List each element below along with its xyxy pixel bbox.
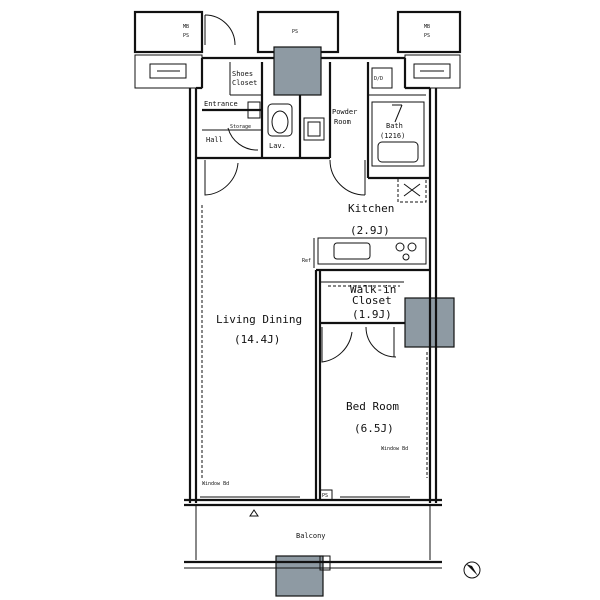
walk-in-closet-label-2: Closet: [352, 294, 392, 307]
living-window-board-label: Window Bd: [202, 481, 229, 487]
bathtub-icon: [371, 101, 425, 167]
powder-room-label-2: Room: [334, 118, 351, 126]
washing-machine-icon: [371, 67, 393, 89]
column-top: [273, 46, 322, 96]
bath-label-1: Bath: [386, 122, 403, 130]
living-dining-label: Living Dining: [216, 313, 302, 326]
doors: [204, 14, 397, 363]
balcony: [184, 505, 442, 571]
shoes-closet-label-2: Closet: [232, 79, 257, 87]
kitchen-label: Kitchen: [348, 202, 394, 215]
washbasin-icon: [267, 103, 293, 137]
mb-label-right: MB: [424, 24, 430, 30]
mb-label-left: MB: [183, 24, 189, 30]
refrigerator-space: [397, 177, 427, 203]
balcony-label: Balcony: [296, 532, 326, 540]
bed-room-label: Bed Room: [346, 400, 399, 413]
wet-area-walls: [196, 62, 430, 180]
north-arrow-icon: [463, 561, 481, 579]
powder-room-label-1: Powder: [332, 108, 357, 116]
dv-label: D/D: [374, 76, 383, 82]
stove-icon: [395, 242, 417, 261]
lav-label: Lav.: [269, 142, 286, 150]
ps-label-left: PS: [183, 33, 189, 39]
ref-label: Ref: [302, 258, 311, 264]
entrance-label: Entrance: [204, 100, 238, 108]
bed-window-board-label: Window Bd: [381, 446, 408, 452]
walk-in-closet-size-label: (1.9J): [352, 308, 392, 321]
walk-in-closet-label-1: Walk-in: [350, 283, 396, 296]
kitchen-size-label: (2.9J): [350, 224, 390, 237]
ps-small-label: PS: [322, 493, 328, 499]
bottom-sash: [184, 489, 442, 517]
shoes-closet-label-1: Shoes: [232, 70, 253, 78]
kitchen-counter: [313, 237, 427, 268]
bed-room-size-label: (6.5J): [354, 422, 394, 435]
toilet-icon: [303, 117, 325, 141]
bath-label-2: (1216): [380, 132, 405, 140]
hall-label: Hall: [206, 136, 223, 144]
storage-label: Storage: [230, 124, 251, 130]
living-dining-size-label: (14.4J): [234, 333, 280, 346]
ps-label-top: PS: [292, 29, 298, 35]
ps-label-right: PS: [424, 33, 430, 39]
bedroom-walls: [314, 268, 430, 500]
